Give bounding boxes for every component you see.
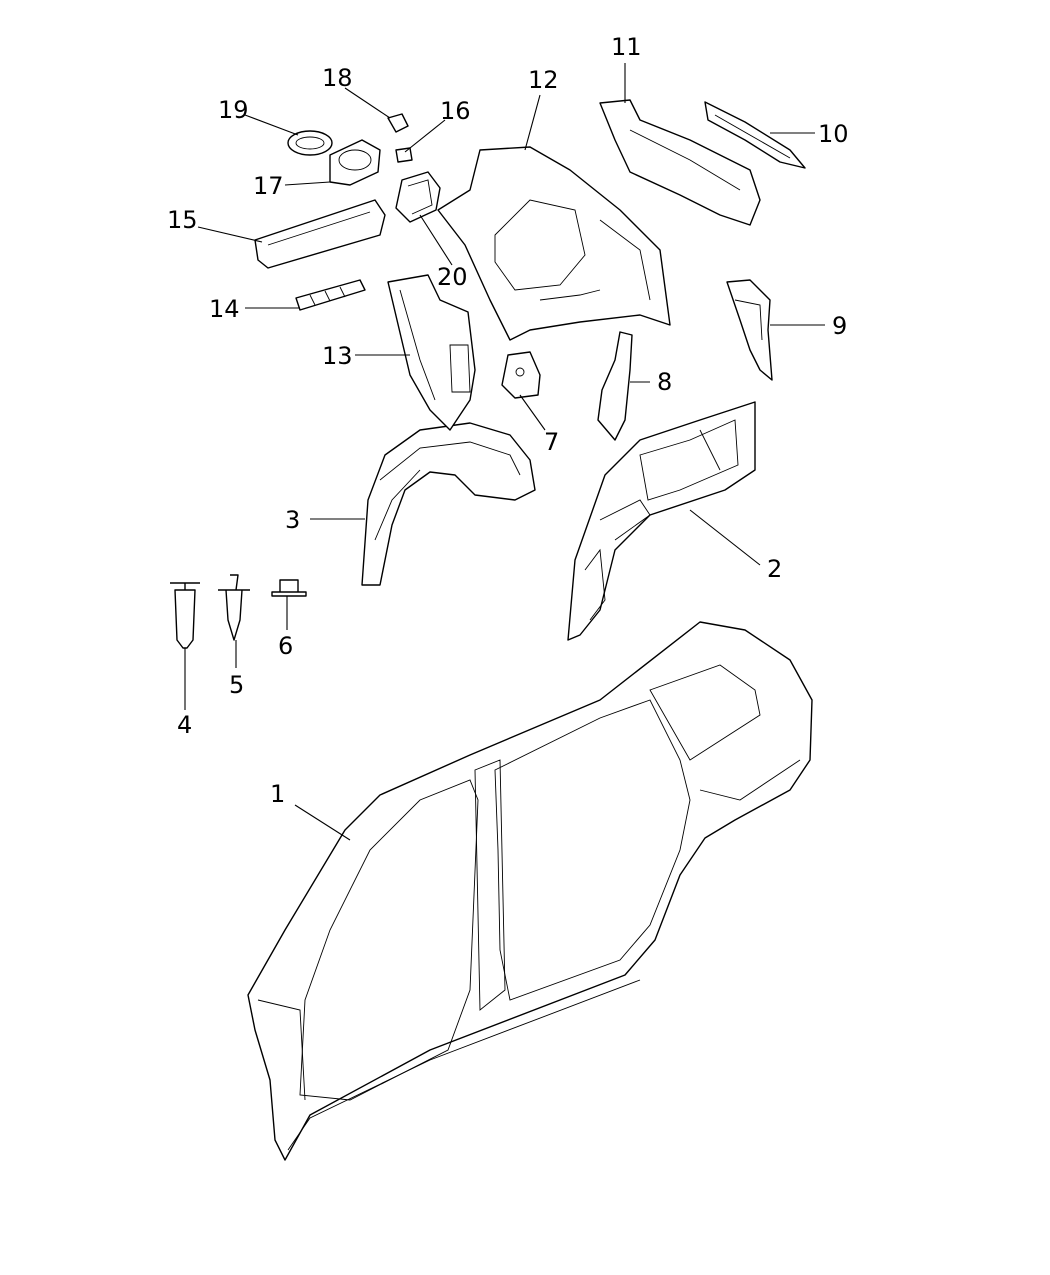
callout-2: 2: [767, 555, 782, 583]
part-4-fastener: [170, 582, 200, 649]
part-16-clip: [395, 147, 413, 163]
callout-8: 8: [657, 368, 672, 396]
part-18-clip: [387, 113, 409, 133]
callout-18: 18: [322, 64, 353, 92]
leader-16: [404, 119, 446, 153]
leader-12: [524, 94, 541, 151]
callout-11: 11: [611, 33, 642, 61]
callout-19: 19: [218, 96, 249, 124]
callout-7: 7: [544, 428, 559, 456]
callout-14: 14: [209, 295, 240, 323]
callout-16: 16: [440, 97, 471, 125]
callout-17: 17: [253, 172, 284, 200]
callout-20: 20: [437, 263, 468, 291]
part-13-inner-quarter: [387, 274, 476, 431]
leader-19: [244, 114, 299, 136]
part-14-bracket: [295, 279, 366, 311]
part-7-bracket: [501, 351, 541, 399]
part-19-gasket: [287, 130, 333, 156]
part-1-body-side-panel: [247, 621, 813, 1161]
part-17-fuel-housing: [329, 139, 381, 186]
part-10-reinforcement: [704, 101, 806, 169]
callout-13: 13: [322, 342, 353, 370]
leader-1: [294, 804, 351, 841]
leader-15: [197, 226, 263, 243]
part-6-nut: [271, 579, 307, 597]
callout-3: 3: [285, 506, 300, 534]
callout-5: 5: [229, 671, 244, 699]
leader-20: [419, 214, 453, 266]
leader-17: [284, 181, 331, 186]
part-8-reinforcement: [597, 331, 633, 441]
callout-12: 12: [528, 66, 559, 94]
part-12-quarter-inner-upper: [437, 146, 671, 341]
callout-15: 15: [167, 206, 198, 234]
part-9-bracket: [726, 279, 773, 381]
part-2-wheelhouse-outer: [567, 401, 756, 641]
leader-2: [689, 509, 761, 566]
callout-10: 10: [818, 120, 849, 148]
part-11-rear-rail: [599, 99, 761, 226]
callout-1: 1: [270, 780, 285, 808]
part-20-fuel-door: [395, 171, 441, 223]
callout-6: 6: [278, 632, 293, 660]
part-5-push-pin: [218, 574, 250, 641]
callout-4: 4: [177, 711, 192, 739]
part-15-panel: [254, 199, 386, 269]
part-3-wheelhouse-liner: [361, 422, 536, 586]
leader-18: [344, 87, 391, 119]
callout-9: 9: [832, 312, 847, 340]
leader-7: [519, 394, 546, 431]
